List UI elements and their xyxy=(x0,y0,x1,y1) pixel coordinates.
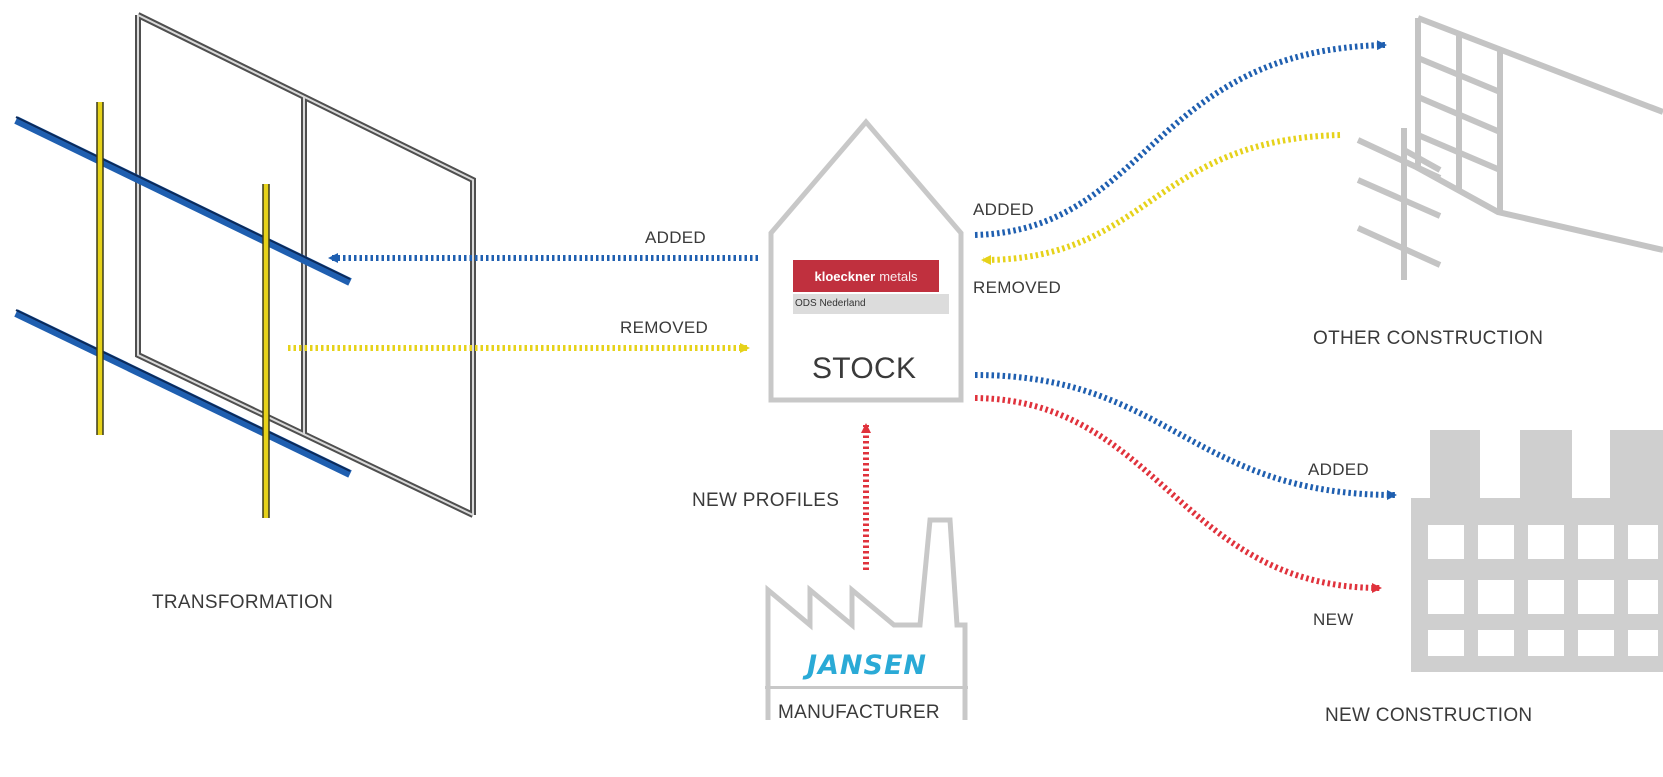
ods-nederland-label: ODS Nederland xyxy=(793,294,949,314)
jansen-logo: JANSEN xyxy=(806,650,928,681)
new-profiles-label: NEW PROFILES xyxy=(692,490,840,511)
other-construction-label: OTHER CONSTRUCTION xyxy=(1313,328,1544,349)
new-construction-label: NEW CONSTRUCTION xyxy=(1325,705,1533,726)
beam-lower xyxy=(14,309,352,478)
added-label-other: ADDED xyxy=(973,200,1035,219)
beam-upper xyxy=(14,116,352,286)
added-arrow-to-other xyxy=(974,40,1387,238)
kloeckner-metals-logo: kloeckner metals xyxy=(793,260,939,292)
other-construction-outline xyxy=(1356,15,1663,280)
factory-outline xyxy=(765,517,968,720)
new-arrow-to-new xyxy=(974,395,1382,593)
added-label-left: ADDED xyxy=(645,228,707,247)
added-label-new: ADDED xyxy=(1308,460,1370,479)
transformation-label: TRANSFORMATION xyxy=(152,592,334,613)
kloeckner-logo-rest: metals xyxy=(879,268,918,284)
removed-label-other: REMOVED xyxy=(973,278,1062,297)
new-construction-building xyxy=(1411,430,1663,672)
new-label: NEW xyxy=(1313,610,1354,629)
added-arrow-to-new xyxy=(974,372,1397,500)
manufacturer-label: MANUFACTURER xyxy=(778,702,940,723)
stock-label: STOCK xyxy=(812,352,917,385)
transformation-frame xyxy=(14,12,476,518)
removed-label-left: REMOVED xyxy=(620,318,709,337)
kloeckner-logo-bold: kloeckner xyxy=(814,268,876,284)
removed-arrow-from-other xyxy=(981,132,1341,265)
stock-house-outline xyxy=(768,118,964,403)
